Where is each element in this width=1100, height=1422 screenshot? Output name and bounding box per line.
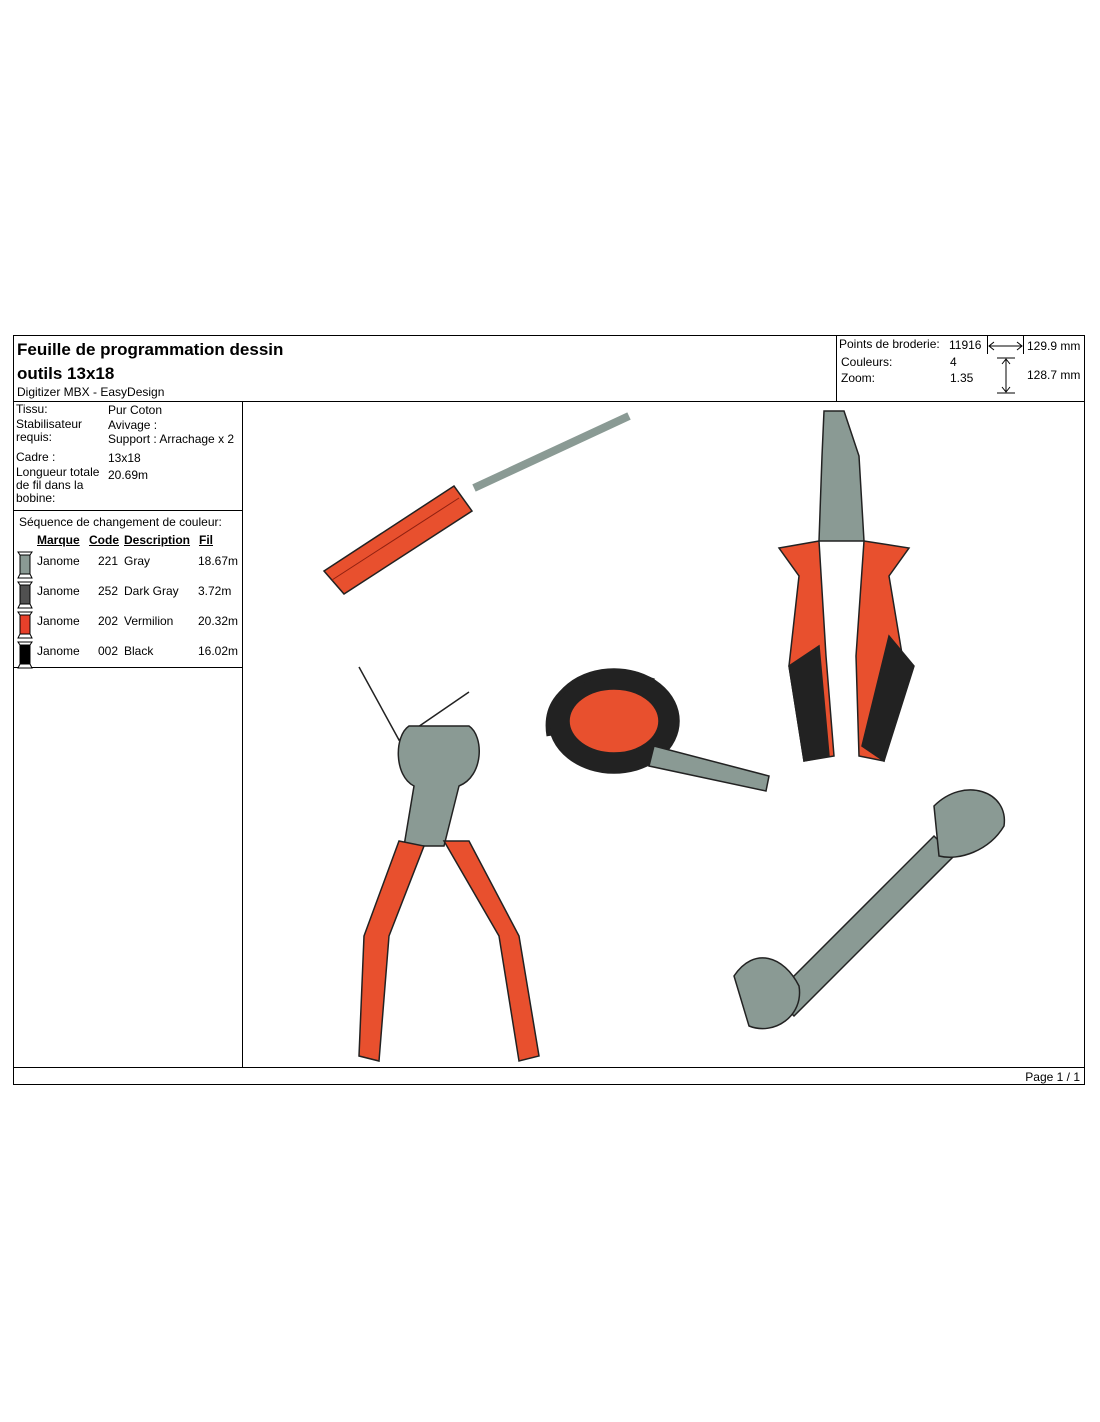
thread-spool-icon bbox=[17, 581, 33, 609]
pliers-right bbox=[777, 410, 915, 763]
frame-value: 13x18 bbox=[108, 451, 141, 465]
thread-brand: Janome bbox=[37, 614, 80, 628]
design-info: Points de broderie: 11916 Couleurs: 4 Zo… bbox=[836, 336, 1085, 401]
thread-spool-icon bbox=[17, 551, 33, 579]
thread-length: 18.67m bbox=[198, 554, 239, 568]
stabilizer-bottom: Support : Arrachage x 2 bbox=[108, 432, 235, 446]
thread-description: Dark Gray bbox=[124, 584, 179, 598]
fabric-value: Pur Coton bbox=[108, 403, 163, 417]
thread-code: 221 bbox=[98, 554, 119, 568]
stitches-label: Points de broderie: bbox=[839, 337, 940, 351]
header: Feuille de programmation dessin outils 13… bbox=[14, 336, 1084, 402]
wrench bbox=[733, 789, 1005, 1030]
colors-value: 4 bbox=[950, 355, 957, 369]
thread-brand: Janome bbox=[37, 554, 80, 568]
screwdriver bbox=[322, 412, 631, 742]
header-description: Description bbox=[124, 533, 191, 547]
length-value: 20.69m bbox=[108, 468, 149, 482]
color-row: Janome 252 Dark Gray 3.72m bbox=[14, 581, 242, 611]
sequence-title: Séquence de changement de couleur: bbox=[19, 515, 222, 529]
width-value: 129.9 mm bbox=[1027, 339, 1081, 353]
end-cutting-pliers bbox=[358, 725, 540, 1062]
zoom-value: 1.35 bbox=[950, 371, 974, 385]
embroidery-preview bbox=[243, 402, 1084, 1067]
thread-code: 002 bbox=[98, 644, 119, 658]
title-line-1: Feuille de programmation dessin bbox=[17, 340, 284, 359]
header-code: Code bbox=[89, 533, 119, 547]
fabric-label: Tissu: bbox=[16, 402, 48, 416]
thread-length: 16.02m bbox=[198, 644, 239, 658]
header-thread: Fil bbox=[199, 533, 213, 547]
frame-label: Cadre : bbox=[16, 450, 56, 464]
specs-panel: Tissu: Pur Coton Stabilisateur requis: A… bbox=[14, 402, 243, 1067]
color-row: Janome 202 Vermilion 20.32m bbox=[14, 611, 242, 641]
thread-code: 202 bbox=[98, 614, 119, 628]
title-line-2: outils 13x18 bbox=[17, 364, 115, 383]
color-row: Janome 002 Black 16.02m bbox=[14, 641, 242, 671]
stabilizer-label: Stabilisateur requis: bbox=[16, 417, 83, 444]
page-title: Feuille de programmation dessin outils 13… bbox=[17, 338, 283, 386]
stitches-value: 11916 bbox=[949, 338, 982, 352]
programming-sheet: Feuille de programmation dessin outils 13… bbox=[13, 335, 1085, 1085]
thread-spool-icon bbox=[17, 611, 33, 639]
footer: Page 1 / 1 bbox=[14, 1067, 1084, 1085]
subtitle: Digitizer MBX - EasyDesign bbox=[17, 385, 165, 399]
length-label: Longueur totale de fil dans la bobine: bbox=[16, 465, 100, 505]
thread-description: Gray bbox=[124, 554, 151, 568]
stabilizer-top: Avivage : bbox=[108, 418, 158, 432]
tape-measure bbox=[545, 668, 770, 792]
colors-label: Couleurs: bbox=[841, 355, 893, 369]
dimension-arrows-icon bbox=[987, 336, 1024, 394]
thread-spool-icon bbox=[17, 641, 33, 669]
zoom-label: Zoom: bbox=[841, 371, 876, 385]
thread-description: Black bbox=[124, 644, 154, 658]
height-value: 128.7 mm bbox=[1027, 368, 1081, 382]
thread-length: 3.72m bbox=[198, 584, 232, 598]
thread-description: Vermilion bbox=[124, 614, 174, 628]
header-brand: Marque bbox=[37, 533, 80, 547]
thread-length: 20.32m bbox=[198, 614, 239, 628]
thread-brand: Janome bbox=[37, 584, 80, 598]
thread-brand: Janome bbox=[37, 644, 80, 658]
page-number: Page 1 / 1 bbox=[1025, 1070, 1080, 1084]
color-row: Janome 221 Gray 18.67m bbox=[14, 551, 242, 581]
color-sequence: Séquence de changement de couleur: Marqu… bbox=[14, 510, 242, 671]
thread-code: 252 bbox=[98, 584, 119, 598]
